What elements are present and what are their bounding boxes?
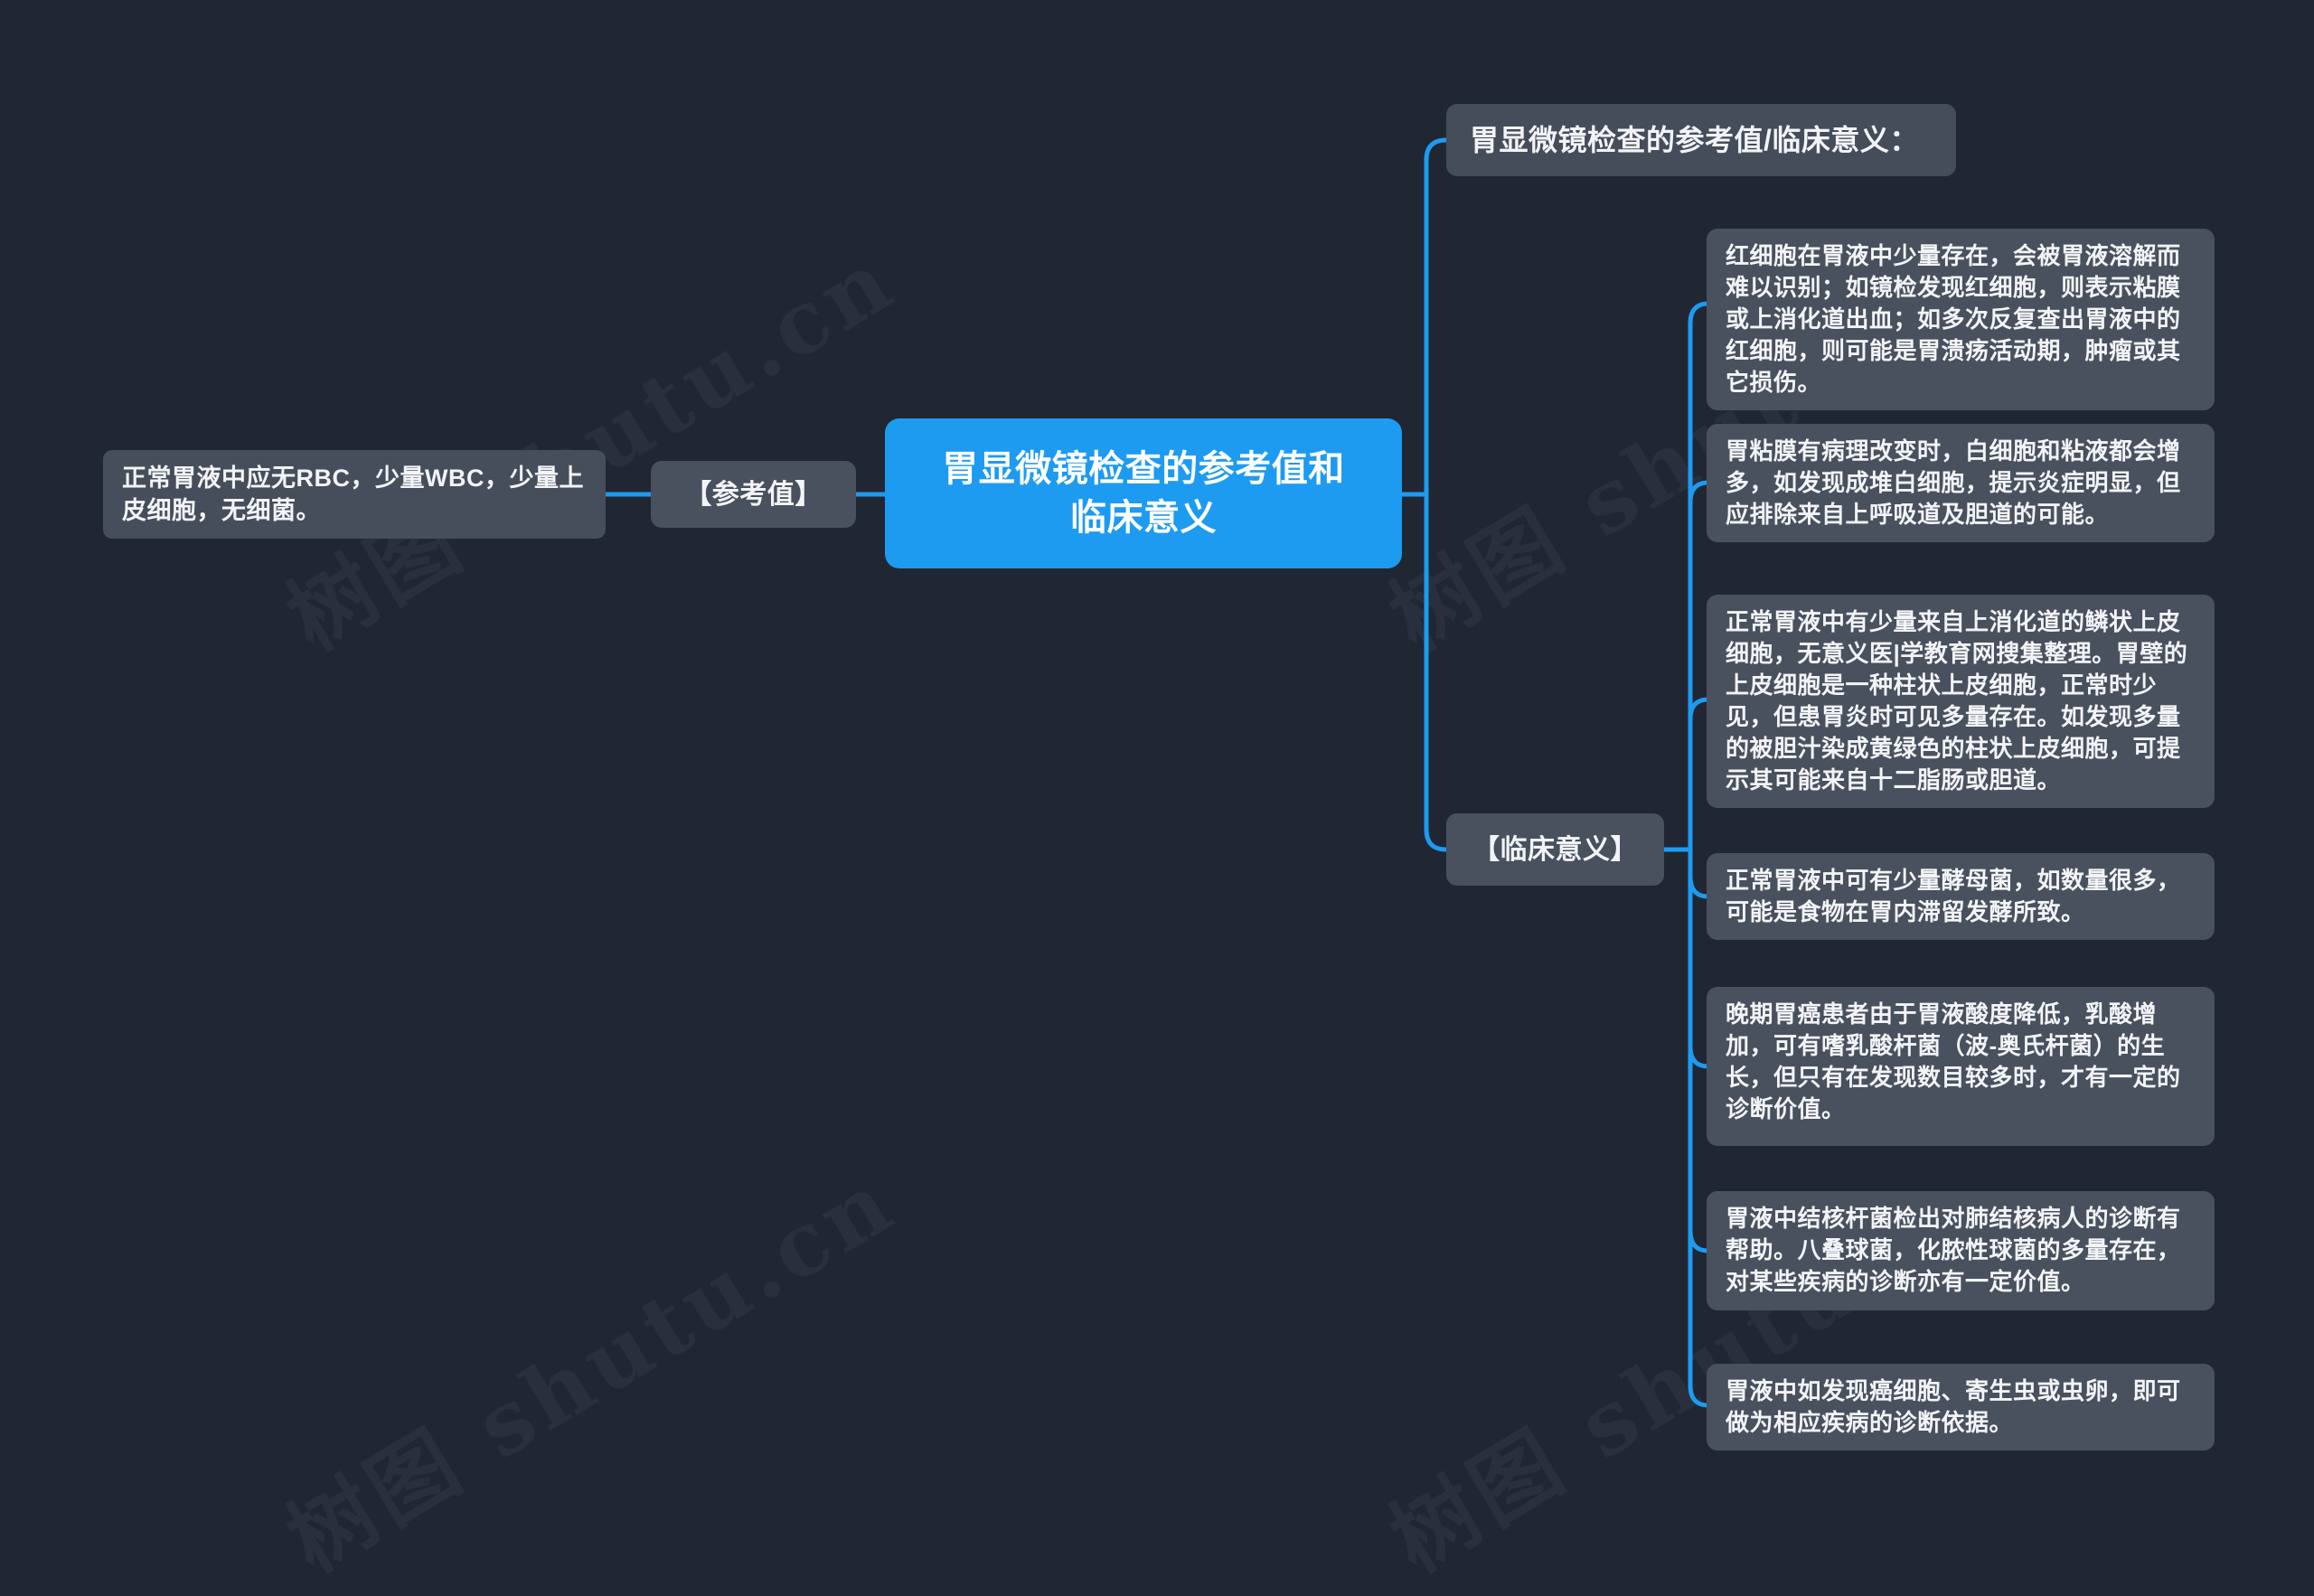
clinical-item-node[interactable]: 晚期胃癌患者由于胃液酸度降低，乳酸增加，可有嗜乳酸杆菌（波-奥氏杆菌）的生长，但… (1707, 987, 2215, 1146)
reference-value-text: 正常胃液中应无RBC，少量WBC，少量上皮细胞，无细菌。 (122, 465, 584, 524)
clinical-item-node[interactable]: 胃粘膜有病理改变时，白细胞和粘液都会增多，如发现成堆白细胞，提示炎症明显，但应排… (1707, 424, 2215, 542)
clinical-item-node[interactable]: 胃液中结核杆菌检出对肺结核病人的诊断有帮助。八叠球菌，化脓性球菌的多量存在，对某… (1707, 1191, 2215, 1310)
clinical-item-node[interactable]: 胃液中如发现癌细胞、寄生虫或虫卵，即可做为相应疾病的诊断依据。 (1707, 1364, 2215, 1450)
node-layer: 正常胃液中应无RBC，少量WBC，少量上皮细胞，无细菌。 【参考值】 胃显微镜检… (103, 104, 2215, 1450)
root-node-label: 胃显微镜检查的参考值和临床意义 (942, 449, 1345, 538)
reference-value-node[interactable]: 正常胃液中应无RBC，少量WBC，少量上皮细胞，无细菌。 (103, 450, 606, 539)
clinical-item-node[interactable]: 正常胃液中可有少量酵母菌，如数量很多，可能是食物在胃内滞留发酵所致。 (1707, 853, 2215, 940)
clinical-label-node[interactable]: 【临床意义】 (1446, 813, 1664, 886)
clinical-item-node[interactable]: 红细胞在胃液中少量存在，会被胃液溶解而难以识别；如镜检发现红细胞，则表示粘膜或上… (1707, 229, 2215, 410)
clinical-item-node[interactable]: 正常胃液中有少量来自上消化道的鳞状上皮细胞，无意义医|学教育网搜集整理。胃壁的上… (1707, 595, 2215, 808)
reference-label-node[interactable]: 【参考值】 (651, 461, 856, 528)
root-node[interactable]: 胃显微镜检查的参考值和临床意义 (885, 418, 1402, 568)
clinical-header-node[interactable]: 胃显微镜检查的参考值/临床意义： (1446, 104, 1956, 176)
